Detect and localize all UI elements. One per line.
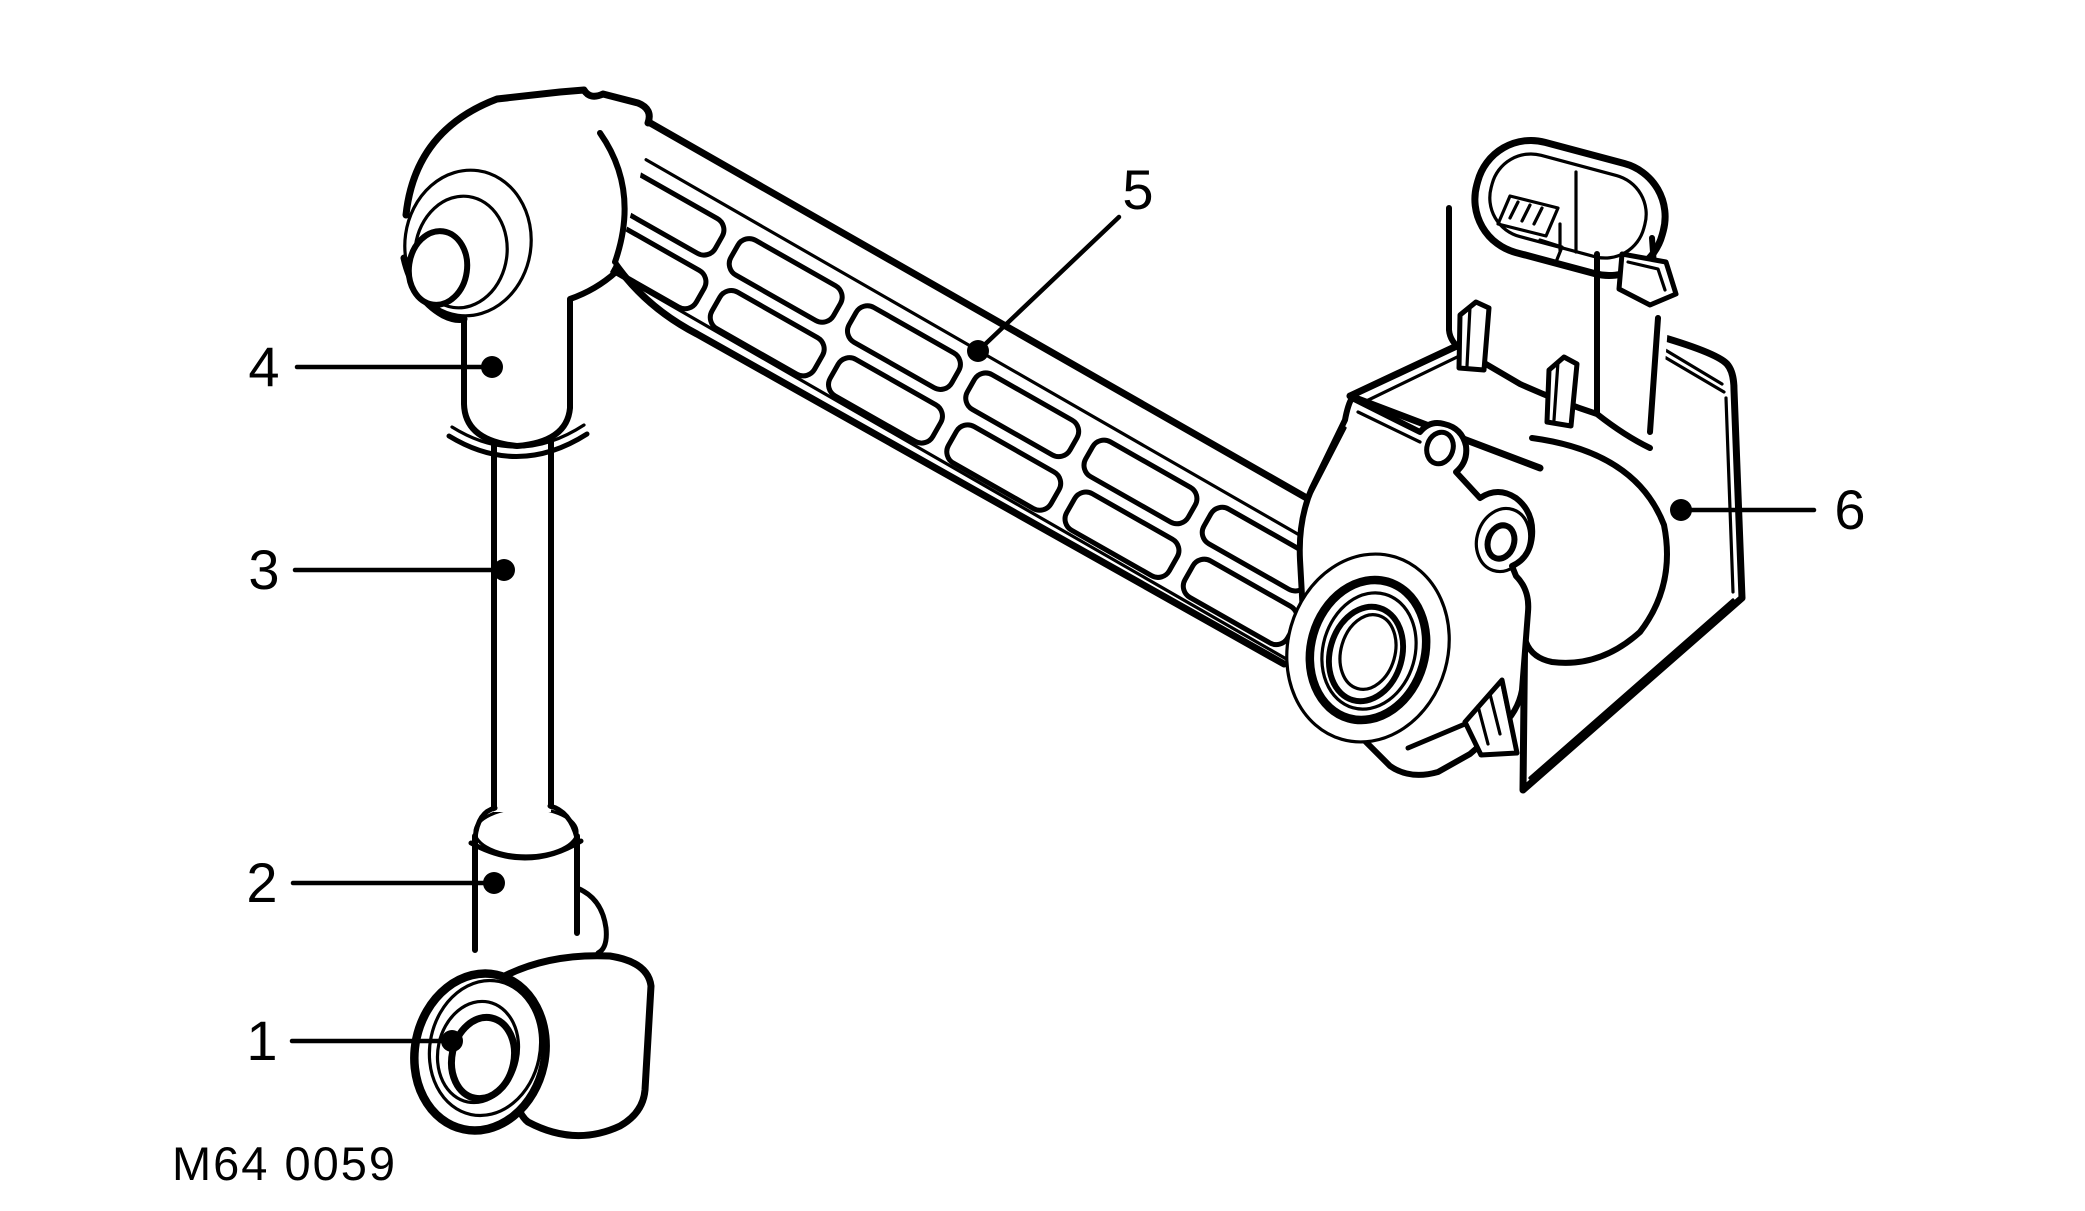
callout-number: 1 [246, 1009, 277, 1072]
rod-fill [494, 420, 551, 812]
ball-housing-face-inner [405, 228, 471, 308]
gusset-right [1544, 354, 1580, 429]
leader-dot [967, 340, 989, 362]
gusset-right-inner [1552, 360, 1560, 422]
arm-slot [826, 355, 945, 446]
boss-bold-ring [1305, 575, 1431, 725]
leader-dot [493, 559, 515, 581]
boss-mid-ring [1320, 591, 1418, 711]
arm-slot [1180, 556, 1300, 648]
connector-latch-tab [1616, 251, 1679, 308]
pivot-boss-drawing [1285, 552, 1451, 744]
arm-slot [1081, 437, 1200, 527]
bracket-foot-hatching [1476, 682, 1512, 746]
leader-dot [1670, 499, 1692, 521]
callout-number: 2 [246, 851, 277, 914]
callout-number: 3 [248, 538, 279, 601]
arm-chamfer-line [644, 158, 1370, 576]
arm-bottom-edge [610, 258, 1288, 668]
gusset-left-inner [1465, 305, 1472, 368]
gusset-ribs-drawing [1456, 299, 1580, 429]
arm-slot [944, 422, 1064, 513]
bushing-eye-mid [427, 978, 543, 1118]
latch-inner-line [1626, 260, 1667, 292]
callout-2: 2 [246, 851, 505, 914]
bracket-bolt-boss-lower [1474, 506, 1532, 574]
bracket-bolt-hole-lower [1484, 522, 1518, 562]
arm-top-edge [640, 115, 1358, 529]
callout-number: 5 [1122, 158, 1153, 221]
leader-dot [441, 1030, 463, 1052]
connector-pin-block [1496, 194, 1564, 264]
arm-slot [707, 288, 827, 379]
body-outline [1346, 296, 1746, 794]
body-chamfer-lines [1354, 310, 1735, 780]
boss-bore-inner [1338, 613, 1398, 691]
ball-housing-face-outer [403, 168, 533, 318]
figure-code: M64 0059 [172, 1137, 397, 1190]
bracket-bolt-hole-upper [1424, 429, 1456, 467]
link-rod-drawing [400, 86, 655, 1139]
bracket-bottom-edge [1405, 721, 1468, 751]
callout-4: 4 [248, 335, 503, 398]
arm-bottom-inner-line [605, 267, 1308, 672]
callout-6: 6 [1670, 478, 1866, 541]
arm-slots-upper-row [608, 168, 1318, 594]
leader-dot [483, 872, 505, 894]
callout-number: 4 [248, 335, 279, 398]
callout-1: 1 [246, 1009, 463, 1072]
lower-cylinder-details [468, 803, 609, 956]
bracket-inner-lines [1310, 410, 1422, 494]
upper-cylinder-skirt-inner [450, 423, 586, 449]
leader-line [975, 214, 1122, 354]
arm-slot [1062, 489, 1182, 580]
gusset-left [1456, 299, 1492, 373]
rod-edges [491, 422, 554, 811]
ball-housing-endcap [597, 130, 628, 265]
arm-slot [963, 370, 1082, 460]
arm-slot [844, 303, 963, 392]
sensor-arm-drawing [589, 115, 1370, 672]
arm-slot [726, 236, 845, 325]
callout-5: 5 [967, 158, 1154, 362]
lower-cylinder-fill [475, 833, 577, 960]
callout-3: 3 [248, 538, 515, 601]
body-hump-curve [1523, 435, 1670, 666]
leader-dot [481, 356, 503, 378]
lower-cylinder-edges [472, 833, 580, 953]
connector-tower-drawing [1446, 134, 1679, 451]
callouts: 1 2 3 4 5 6 [246, 158, 1865, 1072]
callout-number: 6 [1834, 478, 1865, 541]
upper-cylinder-skirt [446, 431, 590, 459]
arm-slots-lower-row [589, 220, 1300, 648]
upper-cylinder-fill [464, 299, 570, 446]
